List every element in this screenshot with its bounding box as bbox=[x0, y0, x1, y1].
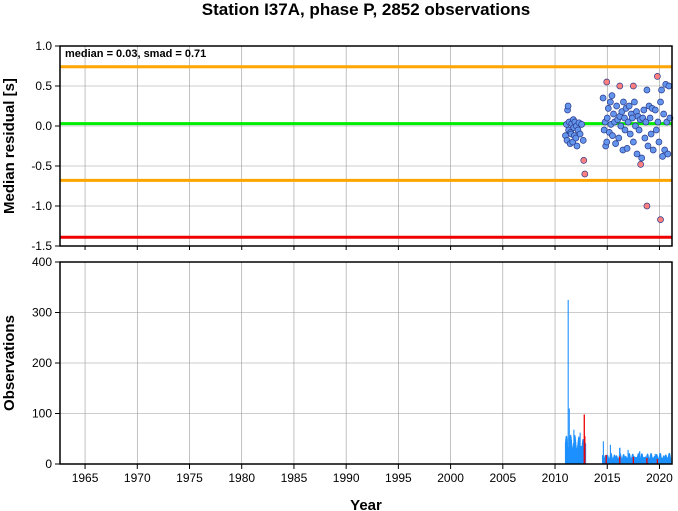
y-tick-label: 100 bbox=[32, 407, 52, 421]
residual-point bbox=[647, 130, 655, 138]
x-tick-label: 2005 bbox=[489, 471, 516, 485]
residual-point bbox=[581, 170, 589, 178]
residual-point bbox=[572, 134, 580, 142]
residual-point bbox=[638, 154, 646, 162]
figure-title: Station I37A, phase P, 2852 observations bbox=[202, 0, 531, 19]
y-tick-label: 0 bbox=[45, 457, 52, 471]
residual-point bbox=[615, 134, 623, 142]
residual-point bbox=[625, 102, 633, 110]
y-tick-label: 300 bbox=[32, 306, 52, 320]
residual-point bbox=[623, 145, 631, 152]
residual-point bbox=[640, 106, 648, 114]
residual-point bbox=[630, 82, 637, 90]
residual-point bbox=[608, 92, 616, 99]
residual-point bbox=[613, 102, 620, 110]
x-tick-label: 1995 bbox=[385, 471, 412, 485]
y-tick-label: -1.0 bbox=[31, 199, 52, 213]
observations-y-ticks: 400 300 200 100 0 bbox=[32, 255, 60, 471]
residual-point bbox=[599, 94, 607, 102]
x-tick-label: 1985 bbox=[281, 471, 308, 485]
year-x-ticks: 1965 1970 1975 1980 1985 1990 1995 2000 2005 2010… bbox=[72, 246, 673, 485]
residual-point bbox=[635, 126, 643, 134]
x-tick-label: 2015 bbox=[594, 471, 621, 485]
x-tick-label: 1965 bbox=[72, 471, 99, 485]
reference-lines bbox=[60, 65, 672, 239]
residual-point bbox=[651, 106, 659, 114]
residual-y-ticks: 1.0 0.5 0.0 -0.5 -1.0 -1.5 bbox=[31, 39, 60, 253]
residual-point bbox=[603, 114, 611, 122]
residual-point bbox=[580, 157, 588, 164]
residual-point bbox=[652, 126, 660, 134]
residual-point bbox=[631, 98, 638, 106]
x-tick-label: 2000 bbox=[437, 471, 464, 485]
residual-frame bbox=[59, 45, 673, 247]
x-tick-label: 1980 bbox=[228, 471, 255, 485]
residual-point bbox=[612, 140, 619, 147]
residual-point bbox=[617, 122, 625, 130]
residual-y-label: Median residual [s] bbox=[1, 78, 18, 214]
y-tick-label: 200 bbox=[32, 356, 52, 370]
x-tick-label: 1990 bbox=[333, 471, 360, 485]
residual-point bbox=[643, 202, 651, 210]
y-tick-label: 1.0 bbox=[35, 39, 52, 53]
residual-point bbox=[641, 134, 649, 142]
x-tick-label: 2010 bbox=[542, 471, 569, 485]
residual-point bbox=[628, 114, 636, 122]
residual-point bbox=[564, 102, 572, 110]
residual-point bbox=[603, 78, 611, 86]
x-tick-label: 1975 bbox=[176, 471, 203, 485]
residual-point bbox=[654, 73, 661, 80]
residual-points bbox=[562, 73, 674, 223]
residual-panel: 1.0 0.5 0.0 -0.5 -1.0 -1.5 median = 0.03, sma… bbox=[1, 39, 674, 253]
residual-point bbox=[604, 105, 612, 112]
residual-point bbox=[657, 98, 664, 106]
x-axis-label: Year bbox=[350, 497, 382, 511]
y-tick-label: 400 bbox=[32, 255, 52, 269]
residual-point bbox=[633, 150, 641, 158]
x-tick-label: 2020 bbox=[646, 471, 673, 485]
residual-point bbox=[576, 130, 584, 138]
residual-point bbox=[626, 130, 634, 138]
residual-point bbox=[657, 216, 664, 223]
residual-point bbox=[665, 82, 673, 90]
residual-point bbox=[649, 146, 657, 154]
residual-point bbox=[603, 138, 611, 146]
residual-point bbox=[578, 121, 586, 128]
y-tick-label: -0.5 bbox=[31, 159, 52, 173]
residual-point bbox=[658, 86, 665, 94]
residual-point bbox=[654, 118, 662, 126]
residual-point bbox=[637, 161, 645, 168]
residual-point bbox=[660, 110, 667, 118]
residual-point bbox=[643, 86, 651, 94]
y-tick-label: -1.5 bbox=[31, 239, 52, 253]
observations-y-label: Observations bbox=[1, 315, 18, 411]
residual-point bbox=[620, 98, 627, 106]
y-tick-label: 0.5 bbox=[35, 79, 52, 93]
residual-point bbox=[630, 138, 637, 146]
residual-point bbox=[664, 150, 672, 158]
observation-bars bbox=[564, 299, 672, 464]
residual-point bbox=[621, 126, 629, 134]
residual-point bbox=[644, 142, 652, 150]
residual-point bbox=[607, 98, 614, 106]
residual-point bbox=[616, 82, 624, 90]
residual-point bbox=[573, 142, 581, 150]
residual-point bbox=[579, 137, 587, 144]
residual-point bbox=[609, 132, 616, 139]
residual-point bbox=[610, 110, 617, 118]
stats-annotation: median = 0.03, smad = 0.71 bbox=[65, 48, 206, 60]
y-tick-label: 0.0 bbox=[35, 119, 52, 133]
residual-point bbox=[642, 118, 650, 126]
residual-point bbox=[624, 118, 632, 126]
residual-point bbox=[655, 138, 663, 146]
x-tick-label: 1970 bbox=[124, 471, 151, 485]
residual-point bbox=[646, 114, 654, 122]
